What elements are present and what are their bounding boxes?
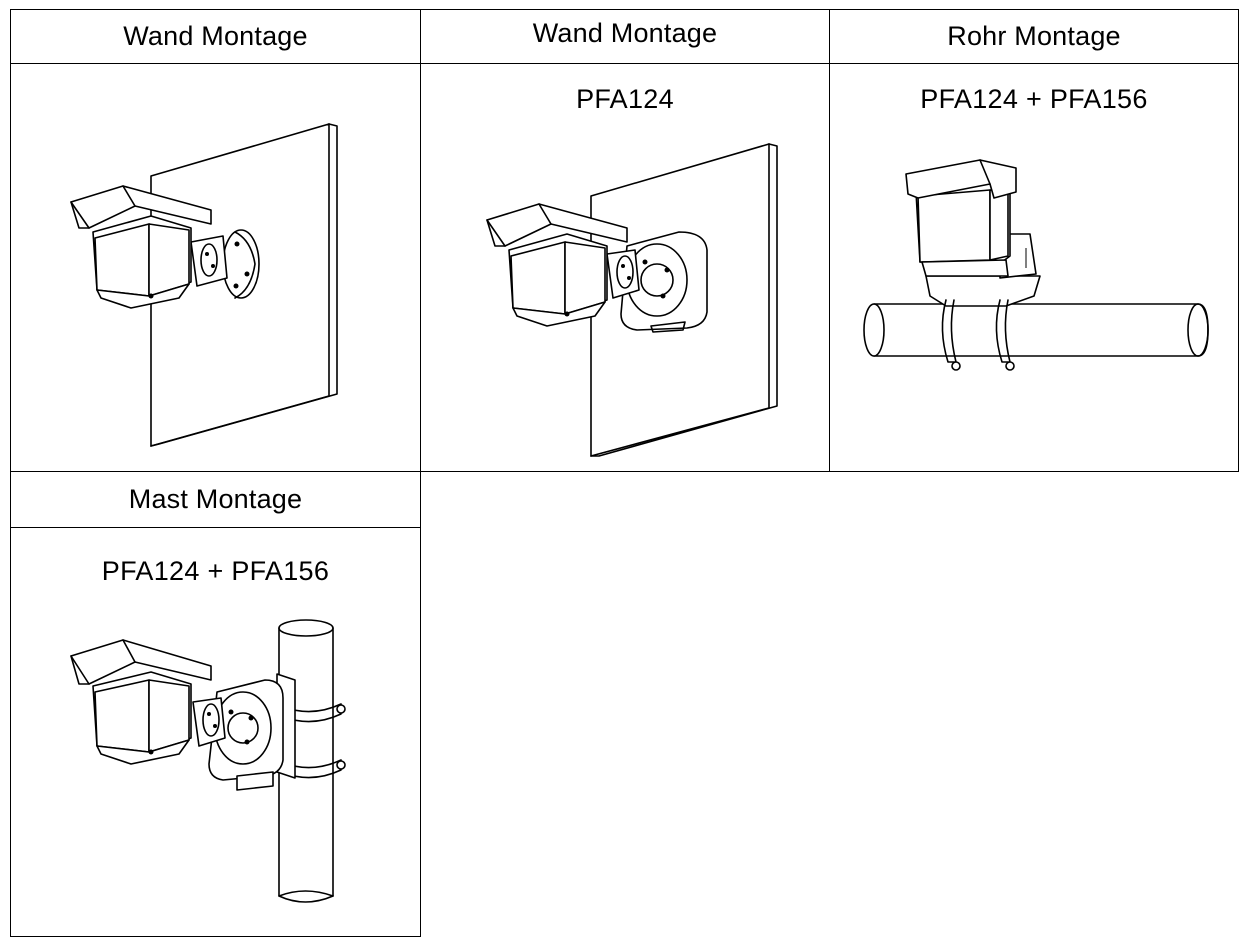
cell-pole-mount: PFA124 + PFA156 (10, 527, 421, 937)
cell-pipe-mount: PFA124 + PFA156 (829, 63, 1239, 472)
camera-wall-mount-direct-icon (70, 123, 338, 447)
header-pipe-mount: Rohr Montage (829, 9, 1239, 64)
header-label: Wand Montage (123, 21, 308, 51)
accessory-label: PFA124 + PFA156 (920, 84, 1148, 114)
camera-wall-mount-junction-box-icon (486, 143, 778, 457)
camera-pole-mount-icon (70, 619, 346, 903)
accessory-label: PFA124 (576, 84, 674, 114)
header-label: Rohr Montage (947, 21, 1121, 51)
cell-wall-mount-2: PFA124 (420, 63, 830, 472)
header-wall-mount-2: Wand Montage (420, 9, 830, 64)
camera-pipe-mount-icon (863, 159, 1209, 371)
header-pole-mount: Mast Montage (10, 471, 421, 528)
header-label: Mast Montage (128, 484, 303, 514)
accessory-label: PFA124 + PFA156 (101, 556, 330, 586)
header-wall-mount-1: Wand Montage (10, 9, 421, 64)
header-label: Wand Montage (532, 18, 718, 48)
cell-wall-mount-1 (10, 63, 421, 472)
